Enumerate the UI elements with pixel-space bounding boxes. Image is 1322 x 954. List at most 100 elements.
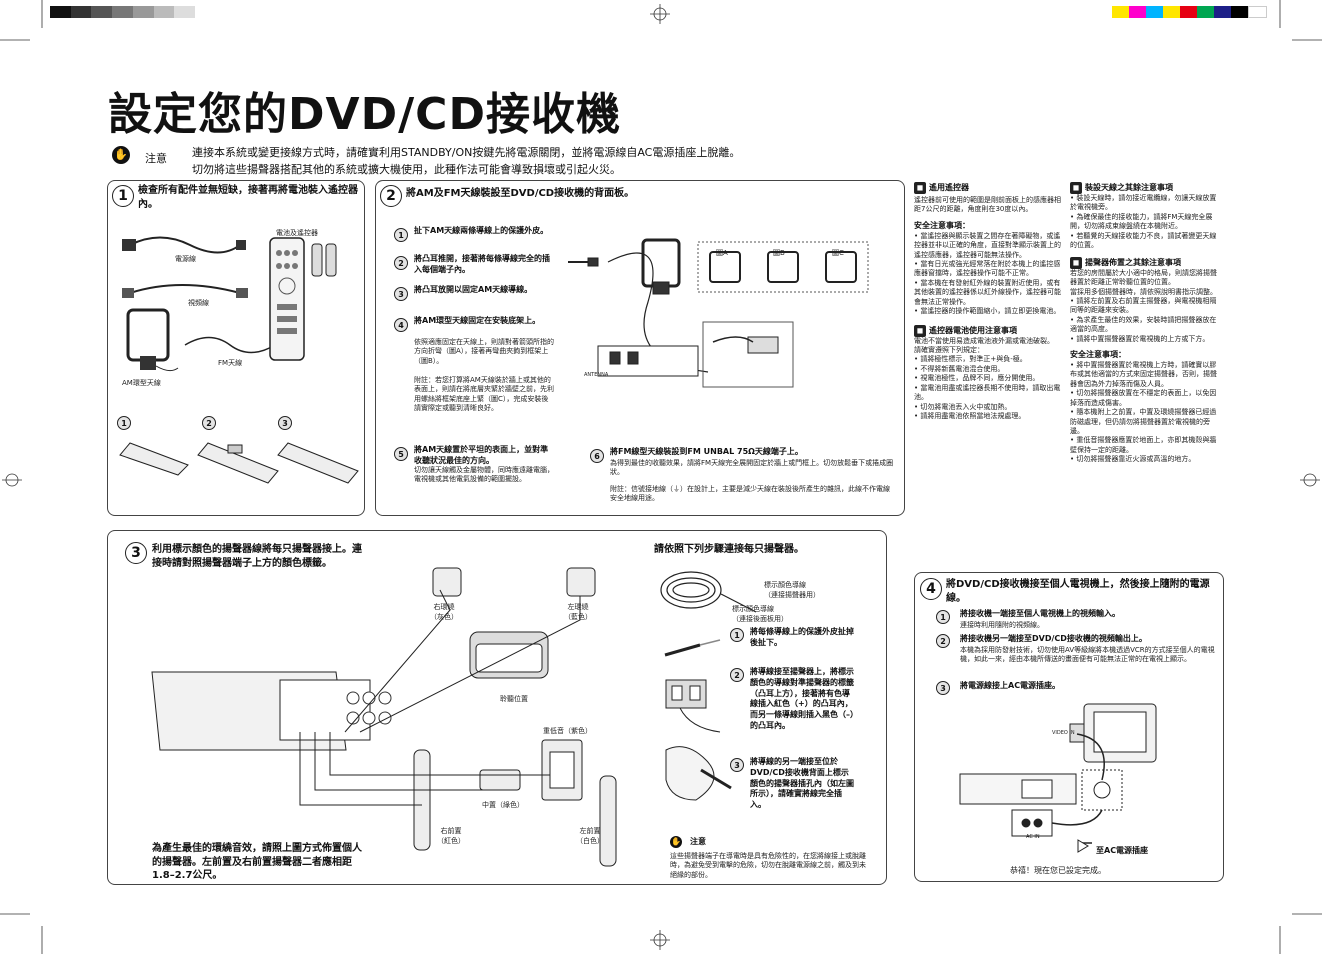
s4-step-1-number: 1	[936, 610, 950, 624]
ac-in-label: AC IN	[1026, 834, 1040, 840]
remote-safety-heading: 安全注意事項：	[914, 220, 970, 230]
fig-c-label: 圖C	[832, 249, 844, 257]
s2-step-1-number: 1	[394, 228, 408, 242]
antenna-connection-illustration	[568, 238, 869, 388]
antenna-terminal-label: ANTENNA	[584, 372, 609, 378]
remote-info-icon: ◼	[914, 182, 926, 194]
s2-step-5-number: 5	[394, 447, 408, 461]
section-2-number: 2	[380, 185, 402, 207]
speaker-layout-icon: ◼	[1070, 256, 1082, 269]
speaker-layout-diagram	[151, 567, 617, 867]
battery-paragraph: 電池不當使用易造成電池液外漏或電池破裂。 請確實遵照下列規定： • 請將極性標示…	[914, 336, 1061, 421]
s1-step-3-number: 3	[278, 416, 292, 430]
video-cable-illustration	[122, 284, 248, 298]
s2-step-5-text: 將AM天線置於平坦的表面上，並對準收聽狀況最佳的方向。	[414, 445, 549, 465]
tv-connection-illustration	[959, 703, 1157, 853]
video-cable-label: 視頻線	[188, 299, 209, 307]
wire-black-label: 標示顏色導線 （連接後面板用）	[732, 605, 788, 623]
s2-step-4-body: 依照適應固定在天線上，則請對著箭頭所指的方向折彎（圖A），接著再彎曲夾鉤到框架上…	[414, 338, 554, 365]
s2-step-4-text: 將AM環型天線固定在安裝底架上。	[414, 316, 541, 325]
front-right-label: 右前置 （紅色）	[437, 827, 465, 845]
right-col-2: ◼裝設天線之其餘注意事項 • 裝設天線時，請勿接近電纜線，勿讓天線放置於電視機旁…	[1070, 182, 1218, 465]
s3-step-3-text: 將導線的另一端接至位於DVD/CD接收機背面上標示顏色的揚聲器插孔內（如左圖所示…	[750, 757, 854, 810]
battery-info-icon: ◼	[914, 324, 926, 337]
s2-step-4-number: 4	[394, 318, 408, 332]
registration-bar-color	[1112, 6, 1267, 18]
s4-step-2-text: 將接收機另一端接至DVD/CD接收機的視頻輸出上。	[960, 634, 1147, 643]
s3-step-1-text: 將每條導線上的保護外皮扯掉後扯下。	[750, 627, 854, 647]
am-loop-antenna-illustration	[126, 308, 179, 372]
remote-heading: 遙用遙控器	[929, 183, 969, 192]
s4-step-2-body: 本機為採用防發射技術，切勿使用AV等級線將本機透過VCR的方式接至個人的電視機，…	[960, 646, 1215, 664]
hand-insert-illustration	[665, 746, 732, 801]
am-antenna-label: AM環型天線	[122, 379, 161, 387]
surround-left-label: 左環繞 （藍色）	[564, 603, 592, 621]
s4-step-1-text: 將接收機一端接至個人電視機上的視頻輸入。	[960, 609, 1120, 618]
remote-safety-paragraph: • 當遙控器與顯示裝置之間存在著障礙物，或遙控器並非以正確的角度，直接對準顯示裝…	[914, 231, 1061, 316]
s3-caution-icon: ✋	[670, 836, 682, 848]
s2-step-6-body: 為得到最佳的收聽效果，請將FM天線完全展開固定於牆上或門框上。切勿放鬆垂下或捲成…	[610, 459, 894, 477]
s3-caution-label: 注意	[690, 837, 706, 846]
power-cord-illustration	[122, 236, 246, 254]
terminal-connect-illustration	[665, 679, 721, 733]
section-4-heading: 將DVD/CD接收機接至個人電視機上，然後接上隨附的電源線。	[946, 579, 1210, 604]
s2-step-6-number: 6	[590, 449, 604, 463]
battery-heading: 遙控器電池使用注意事項	[929, 325, 1017, 335]
section-2-heading: 將AM及FM天線裝設至DVD/CD接收機的背面板。	[406, 188, 635, 199]
video-in-label: VIDEO IN	[1052, 730, 1075, 736]
s1-step-1-number: 1	[117, 416, 131, 430]
right-col-1: ◼遙用遙控器 遙控器前可使用的範圍是剛前面板上的感應器相距7公尺的距離，角度則在…	[914, 182, 1062, 422]
s3-step-2-number: 2	[730, 668, 744, 682]
antenna-notes-paragraph: • 裝設天線時，請勿接近電纜線，勿讓天線放置於電視機旁。 • 為確保最佳的接收能…	[1070, 194, 1217, 250]
ac-outlet-label: 至AC電源插座	[1096, 846, 1149, 855]
section-3-right-heading: 請依照下列步驟連接每只揚聲器。	[654, 544, 804, 555]
fig-a-label: 圖A	[716, 249, 728, 257]
s3-step-3-number: 3	[730, 758, 744, 772]
wire-strip-illustration	[664, 639, 721, 657]
fig-b-label: 圖B	[773, 249, 785, 257]
speaker-layout-heading: 揚聲器佈置之其餘注意事項	[1085, 257, 1181, 267]
caution-line-1: 連接本系統或變更接線方式時，請確實利用STANDBY/ON按鍵先將電源關閉，並將…	[192, 146, 741, 159]
section-4-panel	[914, 572, 1224, 882]
section-1-heading: 檢查所有配件並無短缺，接著再將電池裝入遙控器內。	[138, 185, 358, 210]
done-text: 恭禧！現在您已設定完成。	[1010, 866, 1106, 875]
remote-control-illustration	[269, 237, 337, 361]
surround-right-label: 右環繞 （灰色）	[430, 603, 458, 621]
speaker-wire-illustration	[660, 571, 757, 613]
s4-step-3-number: 3	[936, 681, 950, 695]
speaker-layout-paragraph: 若您的房間屬於大小適中的格局，則請您將揚聲器置於距離正常聆聽位置的位置。 當採用…	[1070, 268, 1217, 343]
s2-step-2-number: 2	[394, 256, 408, 270]
s2-step-2-text: 將凸耳推開，接著將每條導線完全的插入每個端子內。	[414, 254, 550, 274]
antenna-info-icon: ◼	[1070, 182, 1082, 194]
s1-step-2-number: 2	[202, 416, 216, 430]
registration-bar-gray	[50, 6, 196, 18]
s2-step-4-note: 附註：若您打算將AM天線裝於牆上或其他的表面上，則請在將底層夾緊於牆壁之前，先利…	[414, 376, 554, 413]
s4-step-2-number: 2	[936, 634, 950, 648]
s2-step-6-text: 將FM線型天線裝設到FM UNBAL 75Ω天線端子上。	[610, 447, 803, 456]
section-4-number: 4	[920, 578, 942, 600]
s4-step-3-text: 將電源線接上AC電源插座。	[960, 681, 1061, 690]
power-cord-label: 電源線	[175, 255, 196, 263]
speaker-safety-paragraph: • 將中置揚聲器置於電視機上方時，請確實以膠布或其他適當的方式來固定揚聲器，否則…	[1070, 360, 1217, 464]
s4-step-1-body: 連接時利用隨附的視頻線。	[960, 621, 1044, 629]
s3-step-2-text: 將導線接至揚聲器上，將標示顏色的導線對準揚聲器的標籤（凸耳上方），接著將有色導線…	[750, 667, 854, 730]
s3-step-1-number: 1	[730, 628, 744, 642]
speaker-safety-heading: 安全注意事項：	[1070, 350, 1126, 360]
s3-caution-text: 這些揚聲器端子在導電時是具有危險性的，在您將線接上或脫離時，為避免受到電擊的危險…	[670, 852, 866, 879]
s2-step-3-number: 3	[394, 287, 408, 301]
section-3-heading: 利用標示顏色的揚聲器線將每只揚聲器接上。連接時請對照揚聲器端子上方的顏色標籤。	[152, 544, 362, 569]
antenna-notes-heading: 裝設天線之其餘注意事項	[1085, 183, 1173, 192]
caution-label: 注意	[145, 152, 167, 165]
center-label: 中置（綠色）	[482, 801, 524, 809]
fm-antenna-label: FM天線	[218, 359, 243, 367]
caution-line-2: 切勿將這些揚聲器搭配其他的系統或擴大機使用，此種作法可能會導致損壞或引起火災。	[192, 163, 621, 176]
wire-colored-label: 標示顏色導線 （連接揚聲器用）	[764, 581, 820, 599]
battery-insertion-illustration	[119, 442, 359, 484]
s2-step-1-text: 扯下AM天線兩條導線上的保護外皮。	[414, 226, 549, 235]
fm-antenna-illustration	[184, 336, 276, 354]
subwoofer-label: 重低音（紫色）	[543, 727, 592, 735]
battery-remote-label: 電池及遙控器	[276, 229, 318, 237]
front-left-label: 左前置 （白色）	[576, 827, 604, 845]
section-3-number: 3	[125, 542, 147, 564]
section-1-number: 1	[112, 185, 134, 207]
